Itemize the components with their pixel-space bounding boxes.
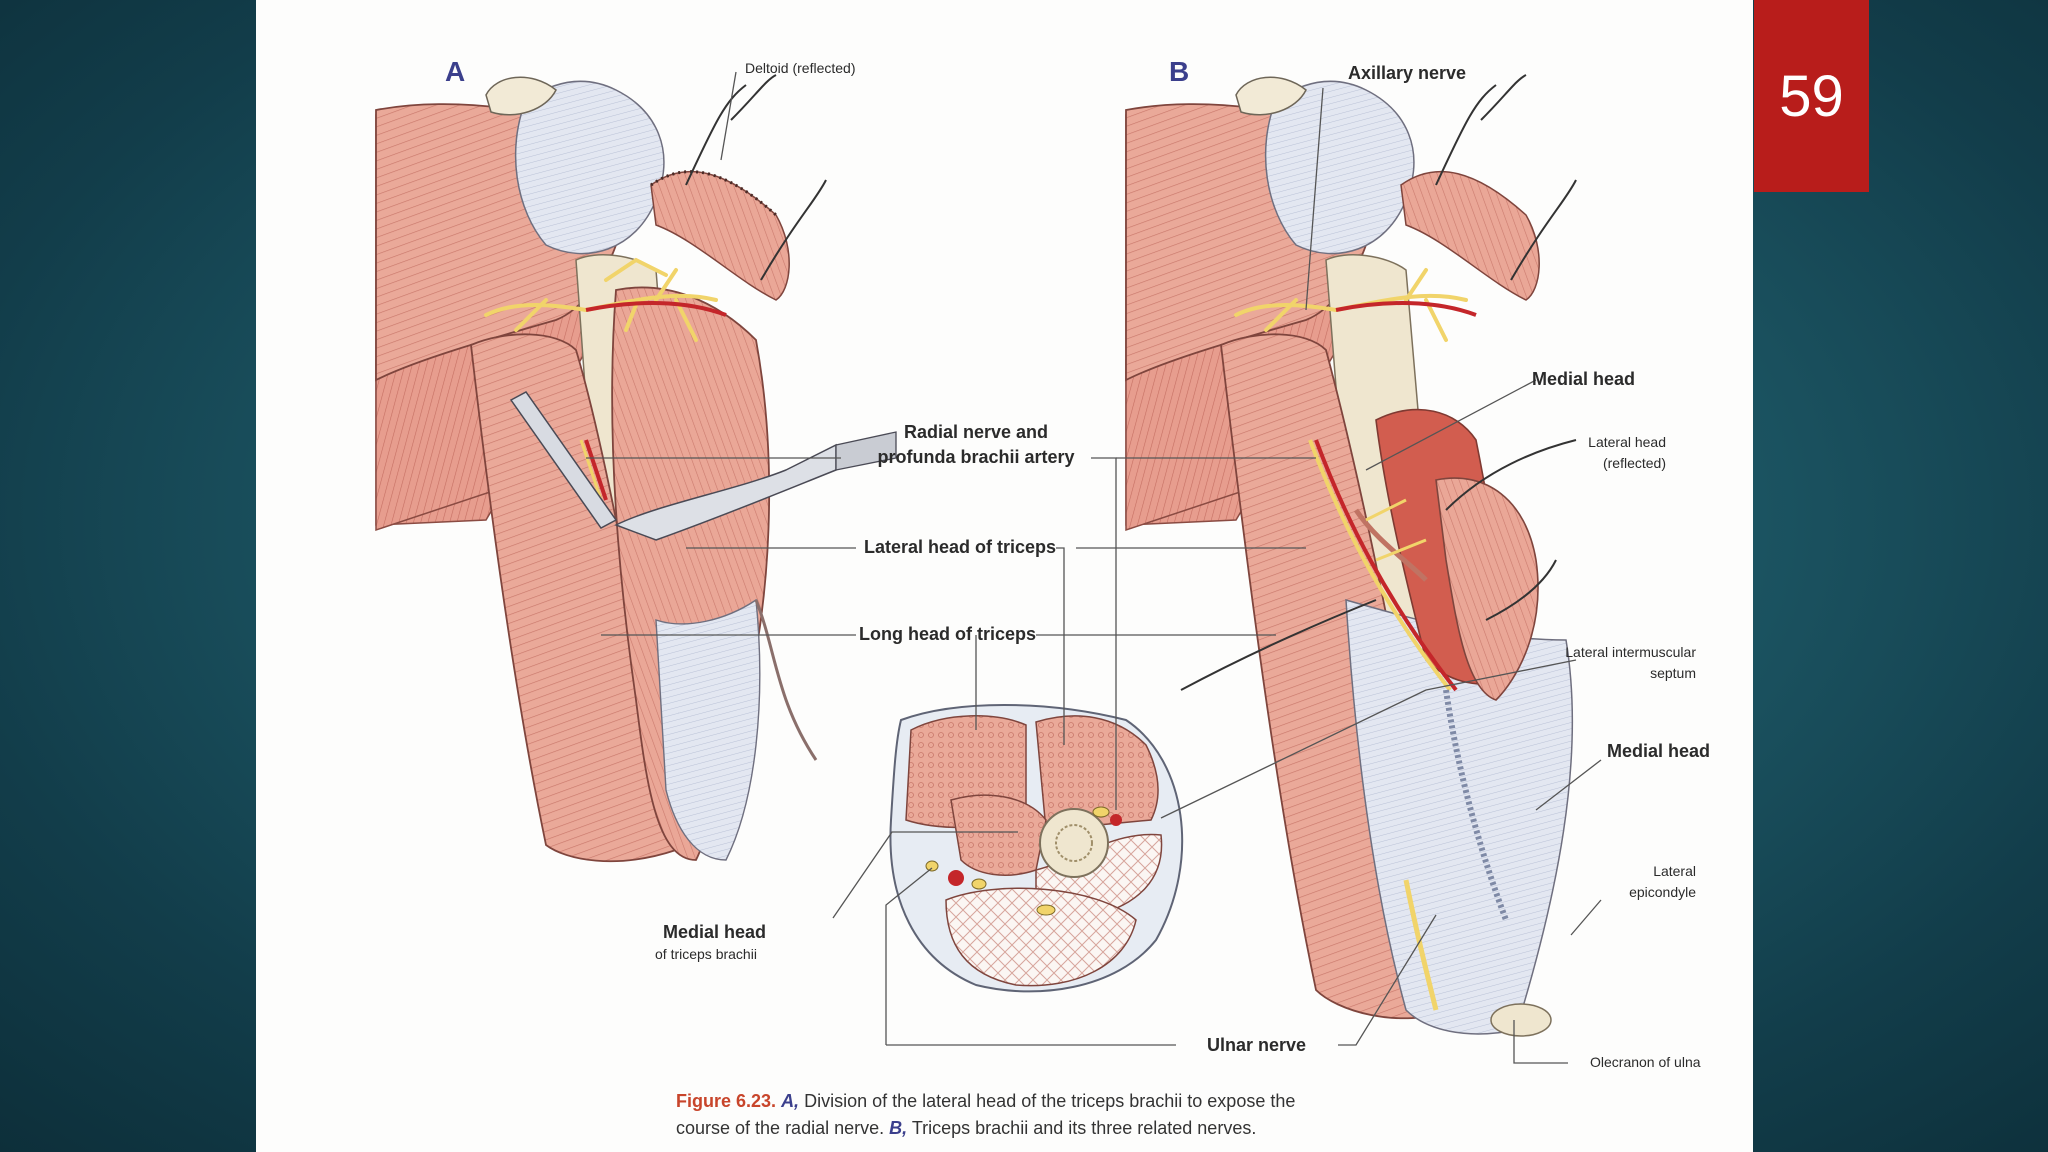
panel-a-letter: A (445, 56, 466, 87)
caption-figure-number: Figure 6.23. (676, 1091, 777, 1111)
label-radial-nerve-line2: profunda brachii artery (877, 447, 1075, 467)
caption-a-text-continued: course of the radial nerve. (676, 1118, 885, 1138)
caption-b-marker: B, (889, 1118, 908, 1138)
caption-a-text: Division of the lateral head of the tric… (804, 1091, 1296, 1111)
slide-number-badge: 59 (1754, 0, 1869, 192)
cross-section (889, 704, 1184, 993)
label-medial-head-right: Medial head (1607, 741, 1711, 761)
label-medial-head-top: Medial head (1532, 369, 1636, 389)
panel-b-drawing (1125, 74, 1577, 1037)
anatomy-illustration (375, 71, 1602, 1064)
label-deltoid-reflected: Deltoid (reflected) (745, 60, 856, 76)
label-ulnar-nerve: Ulnar nerve (1207, 1035, 1307, 1055)
label-lateral-head-reflected-1: Lateral head (1588, 434, 1666, 450)
label-lateral-epicondyle-2: epicondyle (1629, 884, 1696, 900)
label-lateral-head-triceps: Lateral head of triceps (864, 537, 1057, 557)
label-olecranon-of-ulna: Olecranon of ulna (1590, 1054, 1701, 1070)
label-axillary-nerve: Axillary nerve (1348, 63, 1467, 83)
label-lateral-epicondyle-1: Lateral (1653, 863, 1696, 879)
figure-caption: Figure 6.23. A, Division of the lateral … (676, 1088, 1576, 1142)
label-radial-nerve-line1: Radial nerve and (903, 422, 1049, 442)
label-long-head-triceps: Long head of triceps (859, 624, 1037, 644)
panel-b-letter: B (1169, 56, 1190, 87)
caption-a-marker: A, (781, 1091, 800, 1111)
caption-b-text: Triceps brachii and its three related ne… (911, 1118, 1257, 1138)
label-lateral-head-reflected-2: (reflected) (1602, 455, 1666, 471)
label-lateral-intermuscular-1: Lateral intermuscular (1565, 644, 1696, 660)
label-lateral-intermuscular-2: septum (1650, 665, 1696, 681)
label-of-triceps-brachii: of triceps brachii (655, 946, 757, 962)
label-medial-head-bottom: Medial head (663, 922, 767, 942)
leader-lines (586, 71, 1602, 1064)
panel-a-drawing (375, 74, 897, 863)
textbook-page: A B Deltoid (reflected) Axillary nerve R… (256, 0, 1753, 1152)
